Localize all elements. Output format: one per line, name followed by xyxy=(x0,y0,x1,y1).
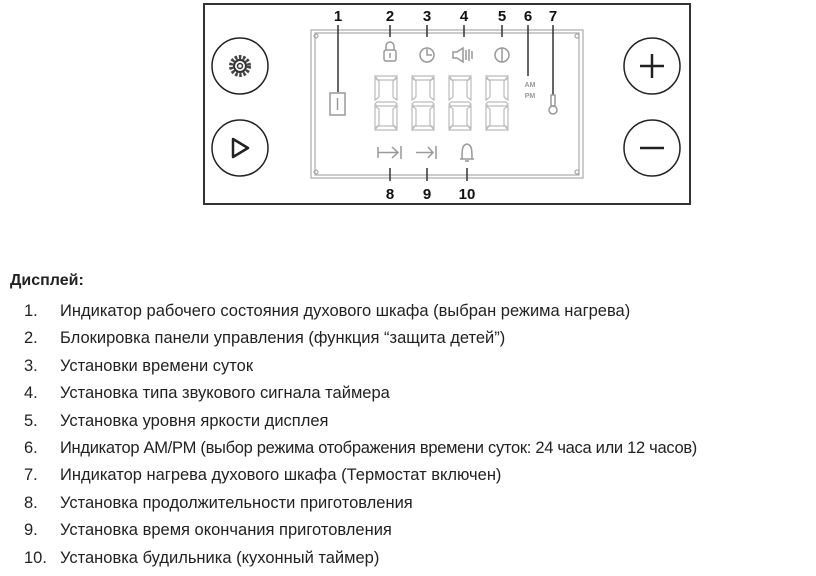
label-4: 4 xyxy=(460,8,469,25)
item-number: 3. xyxy=(24,356,38,375)
plus-button[interactable] xyxy=(623,37,681,95)
item-text: Индикатор нагрева духового шкафа (Термос… xyxy=(60,466,502,485)
item-text: Индикатор рабочего состояния духового шк… xyxy=(60,302,631,320)
item-text: Установка продолжительности приготовлени… xyxy=(60,493,413,512)
heating-mode-icon xyxy=(329,92,346,116)
seven-segment-digits xyxy=(373,75,509,131)
duration-icon xyxy=(377,146,402,159)
label-9: 9 xyxy=(423,186,431,203)
item-text: Установка уровня яркости дисплея xyxy=(60,411,329,430)
item-text: Установка типа звукового сигнала таймера xyxy=(60,384,390,403)
item-text: Установки времени суток xyxy=(60,356,254,375)
label-6: 6 xyxy=(524,8,532,25)
label-10: 10 xyxy=(459,186,476,203)
label-3: 3 xyxy=(423,8,431,25)
thermometer-icon xyxy=(548,94,558,115)
brightness-icon xyxy=(494,47,510,63)
label-2: 2 xyxy=(386,8,394,25)
lock-icon xyxy=(383,41,397,62)
item-text: Индикатор AM/PM (выбор режима отображени… xyxy=(60,438,697,457)
alarm-bell-icon xyxy=(460,143,474,162)
minus-button[interactable] xyxy=(623,119,681,177)
clock-icon xyxy=(419,47,435,63)
plus-icon xyxy=(640,54,664,78)
leader-lines xyxy=(337,25,554,181)
panel-frame xyxy=(203,3,691,205)
item-number: 2. xyxy=(24,329,38,348)
sound-icon xyxy=(452,46,473,64)
end-time-icon xyxy=(416,146,437,159)
display-frame xyxy=(310,29,584,179)
settings-button[interactable] xyxy=(211,37,269,95)
pm-indicator: PM xyxy=(525,93,536,100)
section-title: Дисплей: xyxy=(10,272,84,289)
item-number: 9. xyxy=(24,521,38,540)
label-8: 8 xyxy=(386,186,394,203)
item-number: 1. xyxy=(24,302,38,320)
am-indicator: AM xyxy=(525,82,536,89)
item-number: 5. xyxy=(24,411,38,430)
control-panel-diagram: 1 2 3 4 5 6 7 8 9 10 AM PM xyxy=(203,3,691,205)
item-text: Установка будильника (кухонный таймер) xyxy=(60,548,380,567)
label-5: 5 xyxy=(498,8,506,25)
label-7: 7 xyxy=(549,8,557,25)
gear-icon xyxy=(229,55,251,77)
item-number: 4. xyxy=(24,384,38,403)
item-number: 10. xyxy=(24,548,47,567)
item-text: Блокировка панели управления (функция “з… xyxy=(60,329,506,348)
label-1: 1 xyxy=(334,8,342,25)
item-number: 8. xyxy=(24,493,38,512)
item-text: Установка время окончания приготовления xyxy=(60,521,392,540)
play-icon xyxy=(231,137,250,159)
item-number: 7. xyxy=(24,466,38,485)
start-button[interactable] xyxy=(211,119,269,177)
item-number: 6. xyxy=(24,438,38,457)
